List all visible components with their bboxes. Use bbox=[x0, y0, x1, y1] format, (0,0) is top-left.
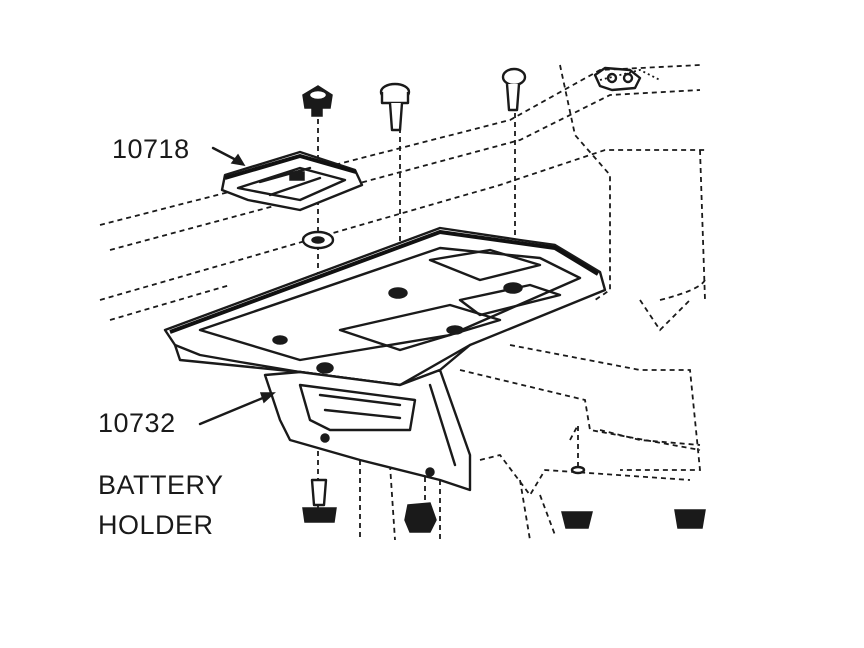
top-bolt-right bbox=[501, 67, 527, 112]
diagram-title-line-2: HOLDER bbox=[98, 510, 214, 540]
bottom-bolt-left bbox=[302, 478, 337, 523]
bottom-nut-right-a bbox=[561, 465, 593, 529]
top-bolt-center bbox=[379, 82, 411, 132]
bottom-nut-right-b bbox=[674, 509, 706, 529]
diagram-title-line-1: BATTERY bbox=[98, 470, 224, 500]
part-number-label-10732: 10732 bbox=[98, 408, 176, 438]
battery-tray-10732 bbox=[163, 226, 607, 492]
hold-down-clamp-10718 bbox=[220, 150, 364, 212]
top-bolt-left bbox=[302, 85, 333, 117]
leader-arrow-10718 bbox=[211, 146, 246, 167]
fender-bracket bbox=[593, 66, 642, 92]
bottom-nut-center bbox=[404, 502, 437, 533]
washer bbox=[301, 230, 335, 250]
part-number-label-10718: 10718 bbox=[112, 134, 190, 164]
leader-arrow-10732 bbox=[198, 392, 276, 426]
